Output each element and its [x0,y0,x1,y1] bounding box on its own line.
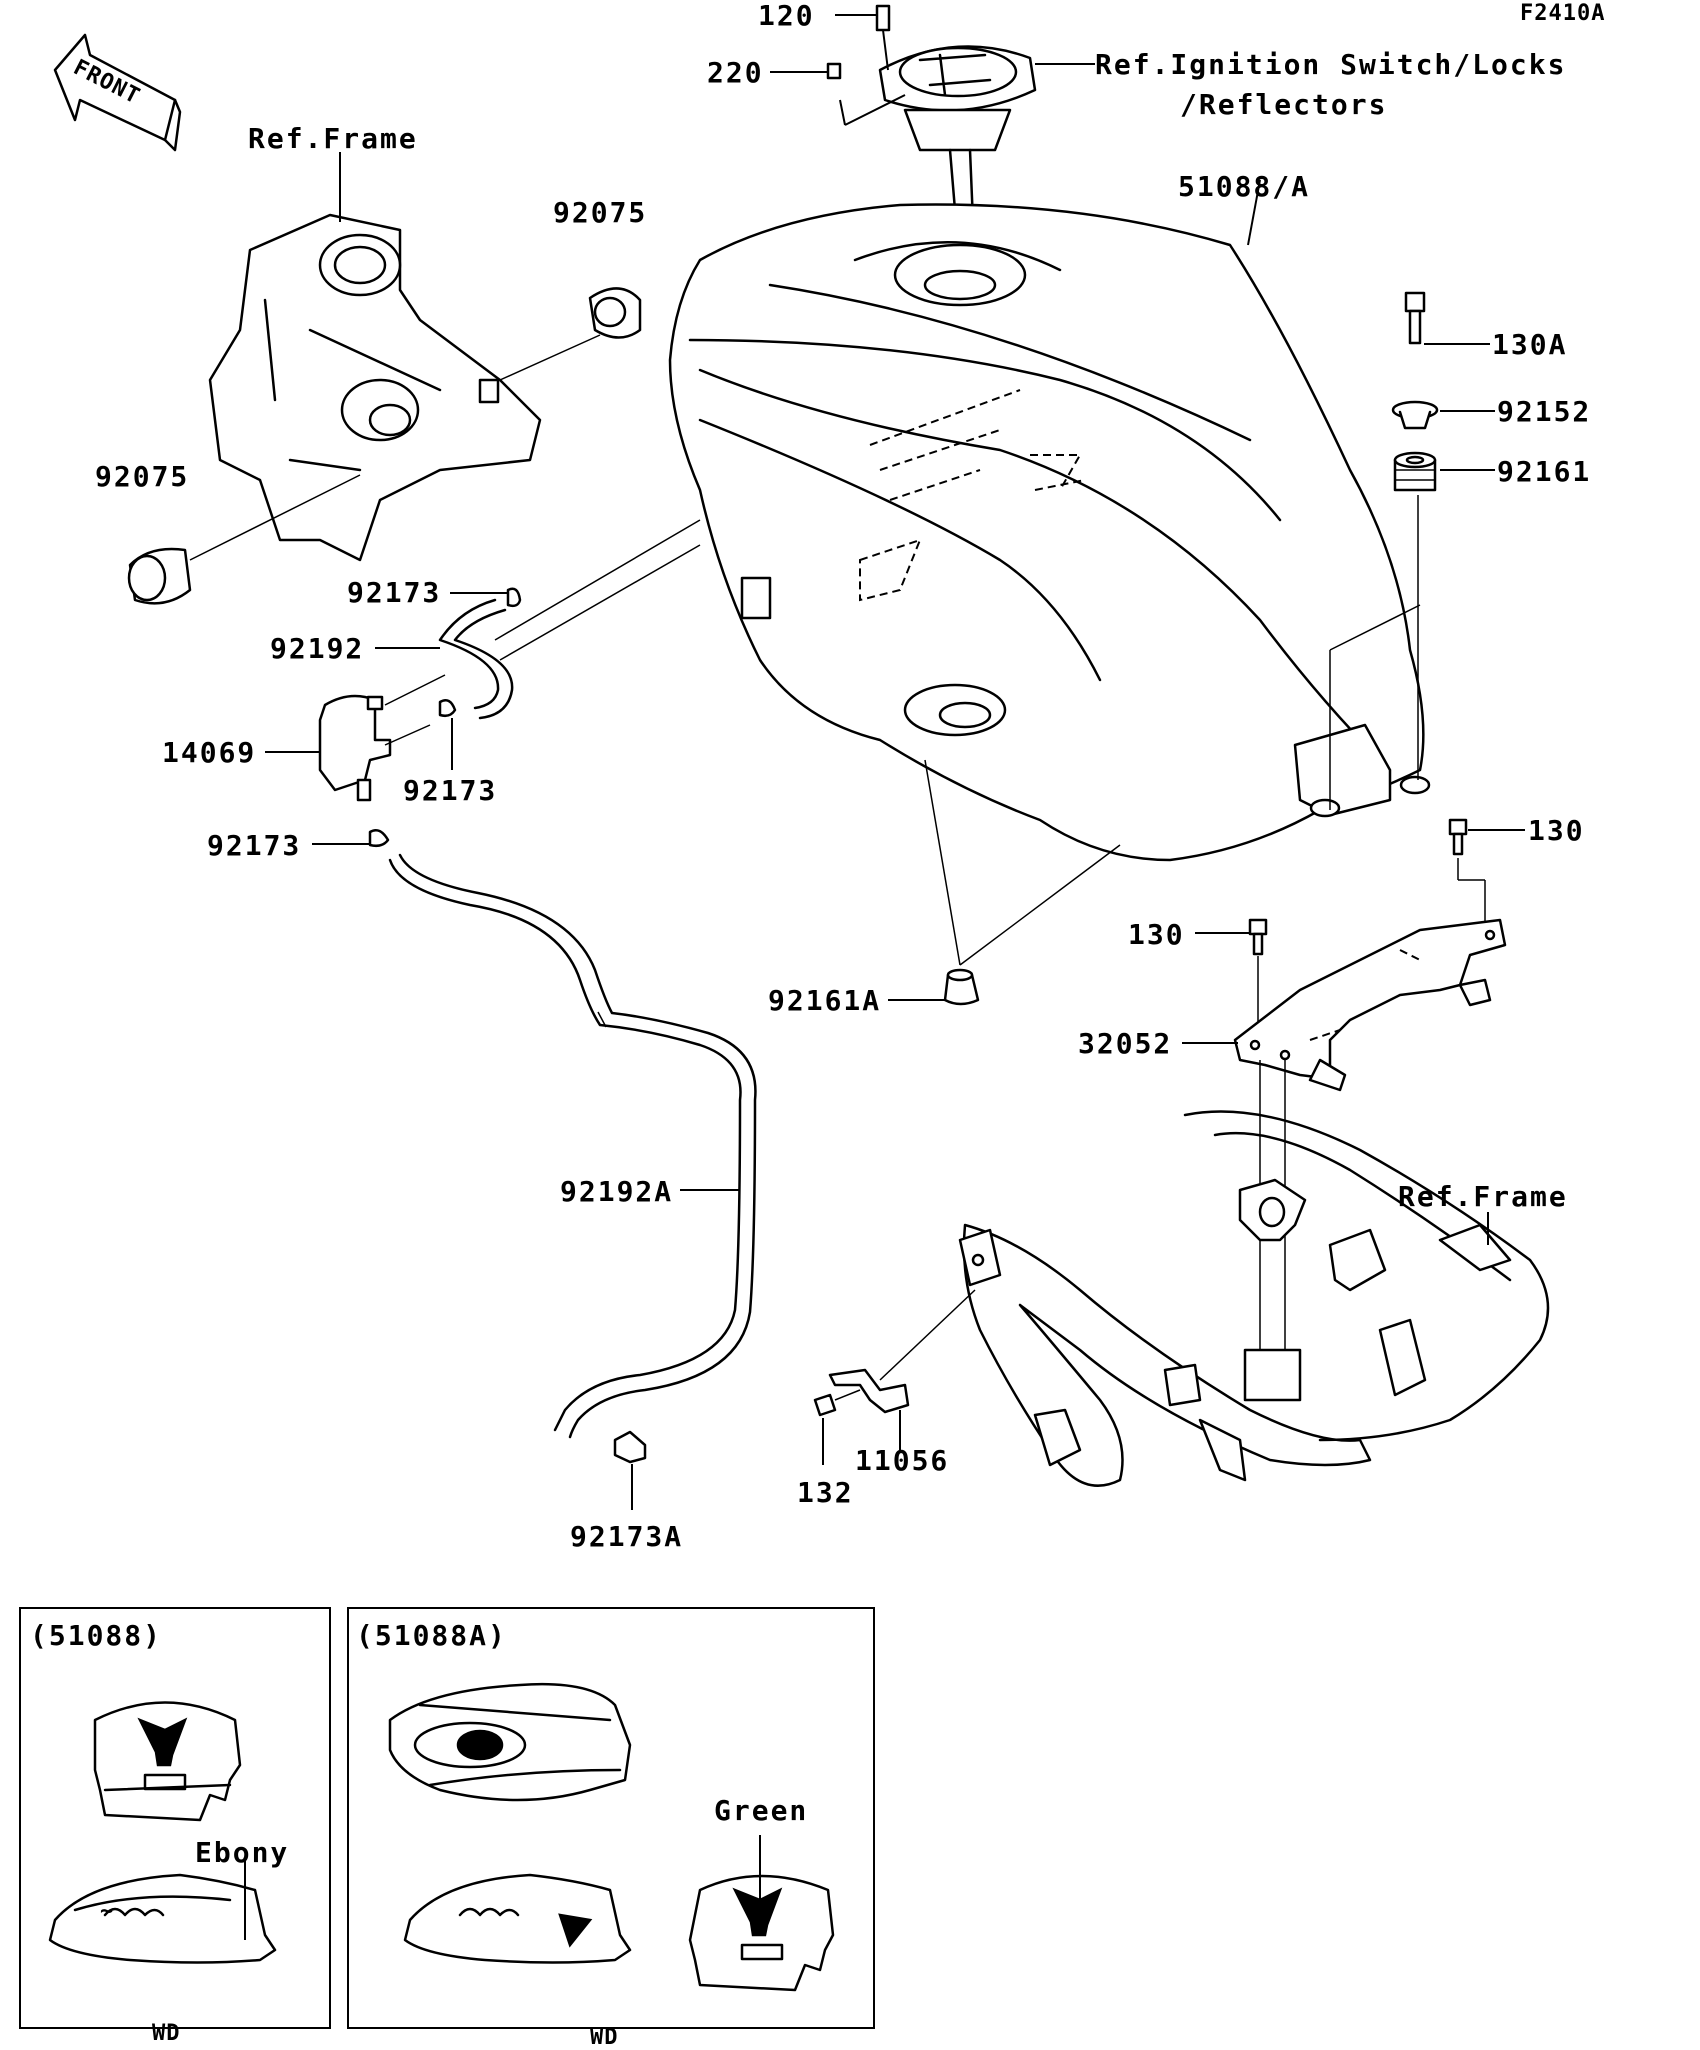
label-32052: 32052 [1078,1027,1172,1060]
ref-frame-bottom: Ref.Frame [1398,1180,1568,1213]
label-132: 132 [797,1476,854,1509]
collar-92152 [1391,400,1495,430]
label-92173-c: 92173 [207,829,301,862]
bracket-32052 [1233,918,1507,1092]
inset-51088a-market: WD [590,2025,619,2050]
bolt-132 [813,1389,861,1465]
damper-92161a [888,759,1121,1006]
label-92075-top: 92075 [553,196,647,229]
fuel-tank [668,203,1431,862]
front-arrow-icon: FRONT [53,33,182,152]
inset-51088: (51088) ~ Ebony [19,1607,331,2029]
label-92192a: 92192A [560,1175,673,1208]
clamp-92173-a [450,587,522,608]
hose-92192 [438,519,701,720]
bolt-120 [835,4,891,71]
inset-51088a: (51088A) Green [347,1607,875,2029]
label-92173a: 92173A [570,1520,683,1553]
inset-51088a-color: Green [714,1794,808,1827]
inset-51088a-title: (51088A) [356,1619,507,1652]
rubber-92075-top [499,287,642,381]
fuel-cap-assembly [878,45,1037,272]
label-14069: 14069 [162,736,256,769]
clamp-92173-c [312,829,390,848]
label-92161: 92161 [1497,455,1591,488]
screw-220 [770,62,906,126]
inset-51088-color: Ebony [195,1836,289,1869]
inset-51088-title: (51088) [30,1619,162,1652]
label-130-right: 130 [1528,814,1585,847]
damper-92161 [1393,451,1495,492]
ref-ignition-line2: /Reflectors [1180,88,1387,121]
label-130-mid: 130 [1128,918,1185,951]
label-11056: 11056 [855,1444,949,1477]
ref-frame-top: Ref.Frame [248,122,418,155]
label-92192: 92192 [270,632,364,665]
rubber-92075-left [127,474,361,605]
label-92173-b: 92173 [403,774,497,807]
label-220: 220 [707,56,764,89]
inset-51088-market: WD [152,2021,181,2046]
label-92173-a: 92173 [347,576,441,609]
diagram-code: F2410A [1520,1,1605,26]
ref-ignition-line1: Ref.Ignition Switch/Locks [1095,48,1566,81]
clip-92173a [613,1430,647,1510]
label-92075-left: 92075 [95,460,189,493]
clamp-92173-b [438,699,457,770]
frame-rear [958,1110,1550,1487]
label-51088a: 51088/A [1178,170,1310,203]
label-92152: 92152 [1497,395,1591,428]
bolt-130a [1404,291,1490,345]
clip-11056 [828,1289,976,1450]
label-130a: 130A [1492,328,1567,361]
frame-steering-head [208,213,542,562]
bolt-130-mid [1195,918,1268,1040]
hose-92192a [388,853,757,1439]
valve-14069 [318,674,446,802]
bolt-130-right [1448,818,1525,935]
label-92161a: 92161A [768,984,881,1017]
label-120: 120 [758,0,815,32]
